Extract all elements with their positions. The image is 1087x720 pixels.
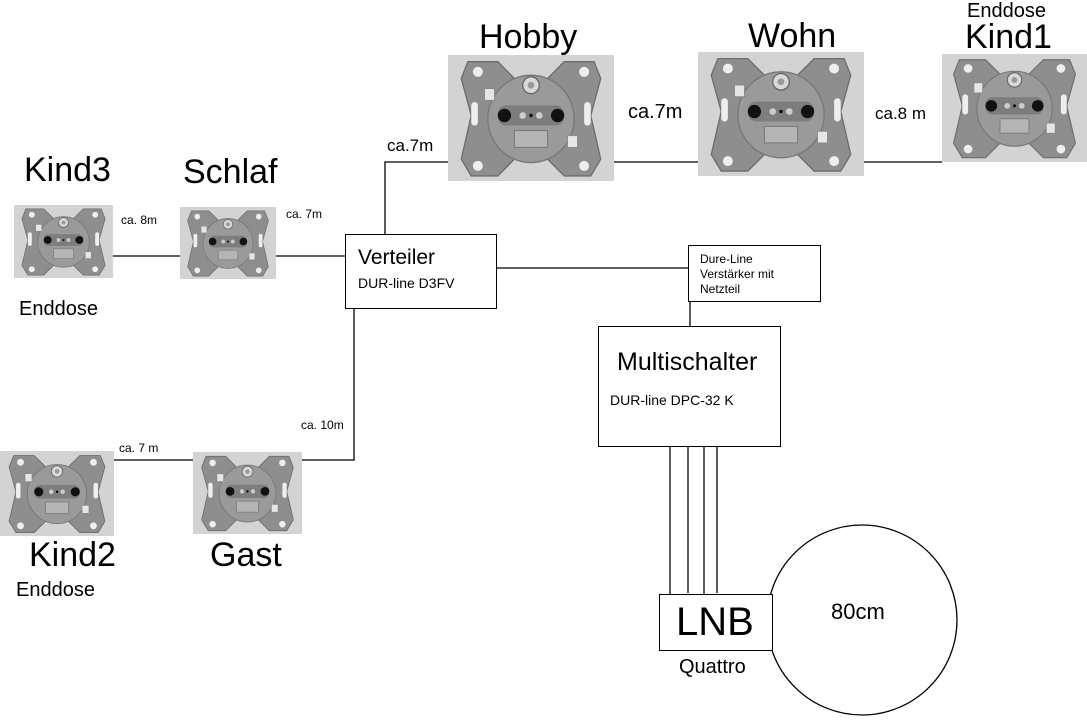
cable-label-verteiler-gast: ca. 10m (301, 418, 344, 432)
antenna-wall-socket-icon (193, 452, 302, 534)
amplifier-line-3: Netzteil (700, 282, 741, 296)
dish-size-label: 80cm (831, 599, 885, 624)
room-note-kind1: Enddose (967, 0, 1046, 22)
socket-kind2 (0, 451, 114, 536)
verteiler-model: DUR-line D3FV (358, 275, 455, 291)
lnb-title: LNB (676, 600, 754, 644)
room-label-kind2: Kind2 (29, 536, 116, 574)
room-note-kind3: Enddose (19, 298, 98, 320)
room-label-wohn: Wohn (748, 17, 837, 55)
socket-kind3 (14, 205, 113, 278)
multischalter-title: Multischalter (617, 348, 758, 376)
cable-verteiler-hobby (384, 161, 450, 234)
lnb-type: Quattro (679, 656, 746, 678)
antenna-wall-socket-icon (698, 52, 864, 176)
cable-label-verteiler-hobby: ca.7m (387, 136, 434, 155)
amplifier-box: Dure-Line Verstärker mit Netzteil (688, 245, 821, 302)
room-label-gast: Gast (210, 536, 282, 574)
cable-verteiler-gast (300, 309, 355, 461)
amplifier-line-2: Verstärker mit (700, 267, 775, 281)
socket-wohn (698, 52, 864, 176)
socket-hobby (448, 55, 614, 181)
socket-kind1 (942, 54, 1087, 162)
room-note-kind2: Enddose (16, 579, 95, 601)
cable-label-kind3-schlaf: ca. 8m (121, 213, 158, 227)
antenna-wall-socket-icon (942, 54, 1087, 162)
multischalter-box: Multischalter DUR-line DPC-32 K (598, 326, 781, 447)
socket-schlaf (180, 207, 276, 279)
antenna-wall-socket-icon (448, 55, 614, 181)
antenna-wall-socket-icon (0, 451, 114, 536)
amplifier-line-1: Dure-Line (700, 252, 753, 266)
cable-label-gast-kind2: ca. 7 m (119, 441, 159, 455)
verteiler-title: Verteiler (358, 246, 436, 269)
multischalter-model: DUR-line DPC-32 K (610, 392, 734, 408)
room-label-kind1: Kind1 (965, 18, 1052, 56)
lnb-box: LNB (659, 594, 773, 651)
antenna-wall-socket-icon (14, 205, 113, 278)
cable-label-hobby-wohn: ca.7m (628, 101, 683, 123)
cable-label-wohn-kind1: ca.8 m (875, 104, 927, 123)
verteiler-box: Verteiler DUR-line D3FV (345, 234, 497, 309)
antenna-wall-socket-icon (180, 207, 276, 279)
room-label-kind3: Kind3 (24, 151, 111, 189)
room-label-schlaf: Schlaf (183, 153, 278, 191)
cable-label-schlaf-verteiler: ca. 7m (286, 207, 323, 221)
socket-gast (193, 452, 302, 534)
room-label-hobby: Hobby (479, 18, 578, 56)
